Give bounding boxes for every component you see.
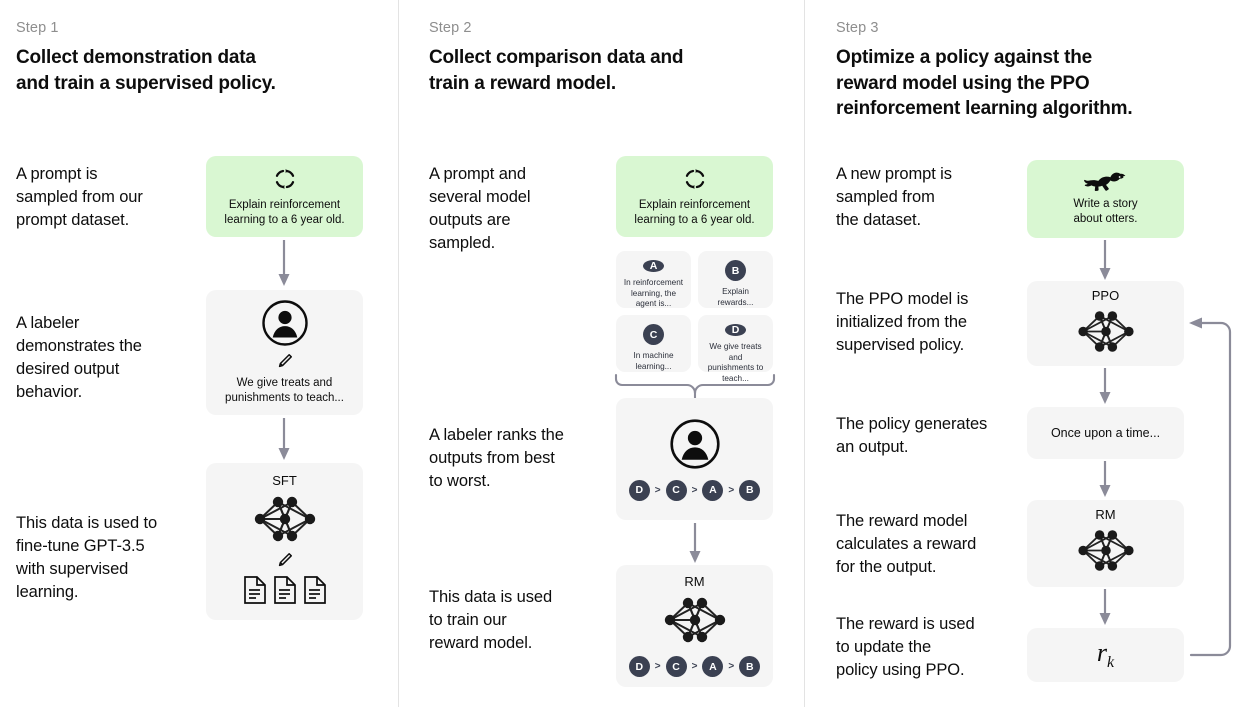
pencil-icon: [275, 351, 295, 371]
step-3-label: Step 3: [836, 20, 879, 36]
step-1-sft-card[interactable]: SFT: [206, 463, 363, 620]
gt-sign: >: [691, 484, 698, 496]
column-divider-2: [804, 0, 805, 707]
refresh-icon: [682, 166, 708, 192]
step-2-rm-card[interactable]: RM: [616, 565, 773, 687]
output-card-b[interactable]: B Explain rewards...: [698, 251, 773, 308]
step-3-rm-title: RM: [1095, 507, 1116, 522]
output-badge-b: B: [725, 260, 746, 281]
gt-sign: >: [728, 661, 735, 672]
otter-icon: [1083, 171, 1129, 193]
step-3-ppo-title: PPO: [1091, 288, 1120, 303]
step-1-prompt-card[interactable]: Explain reinforcement learning to a 6 ye…: [206, 156, 363, 237]
reward-subscript: k: [1107, 654, 1115, 672]
arrow-down: [277, 240, 291, 288]
step-1-text-1: A prompt is sampled from our prompt data…: [16, 165, 143, 229]
step-3-text-3: The policy generates an output.: [836, 415, 988, 456]
person-circle-icon: [669, 418, 721, 470]
rank-badge-4: B: [739, 656, 761, 677]
step-3-text-4: The reward model calculates a reward for…: [836, 512, 977, 576]
step-3-column: Step 3 Optimize a policy against the rew…: [805, 0, 1240, 707]
documents-icon: [242, 575, 328, 605]
step-3-text-2: The PPO model is initialized from the su…: [836, 290, 969, 354]
step-3-ppo-card[interactable]: PPO: [1027, 281, 1184, 366]
step-1-column: Step 1 Collect demonstration data and tr…: [0, 0, 398, 707]
refresh-icon: [272, 166, 298, 192]
step-1-labeler-card[interactable]: We give treats and punishments to teach.…: [206, 290, 363, 415]
step-1-title: Collect demonstration data and train a s…: [16, 47, 276, 94]
gt-sign: >: [728, 484, 735, 496]
output-card-d[interactable]: D We give treats and punishments to teac…: [698, 315, 773, 383]
rank-badge-4: B: [739, 479, 761, 501]
output-text-b: Explain rewards...: [717, 287, 754, 307]
rank-badge-1: D: [628, 479, 650, 501]
step-3-title: Optimize a policy against the reward mod…: [836, 47, 1133, 119]
step-2-text-3: This data is used to train our reward mo…: [429, 588, 553, 652]
step-3-text-1: A new prompt is sampled from the dataset…: [836, 165, 952, 229]
neural-network-icon: [658, 591, 732, 649]
ranking-row: D > C > A > B: [628, 656, 761, 677]
neural-network-icon: [1072, 305, 1140, 358]
step-3-prompt-card[interactable]: Write a story about otters.: [1027, 160, 1184, 238]
column-divider-1: [398, 0, 399, 707]
neural-network-icon: [1072, 524, 1140, 577]
reward-value: rk: [1097, 638, 1114, 672]
rank-badge-3: A: [702, 656, 724, 677]
output-card-c[interactable]: C In machine learning...: [616, 315, 691, 372]
step-2-ranking-card[interactable]: D > C > A > B: [616, 398, 773, 520]
gt-sign: >: [654, 484, 661, 496]
pencil-icon: [275, 550, 295, 570]
step-3-rm-card[interactable]: RM: [1027, 500, 1184, 587]
output-card-a[interactable]: A In reinforcement learning, the agent i…: [616, 251, 691, 308]
step-2-column: Step 2 Collect comparison data and train…: [399, 0, 804, 707]
step-1-labeler-text: We give treats and punishments to teach.…: [225, 377, 344, 404]
step-2-label: Step 2: [429, 20, 472, 36]
step-3-output-card[interactable]: Once upon a time...: [1027, 407, 1184, 459]
arrow-down: [1098, 589, 1112, 627]
arrow-down: [277, 418, 291, 462]
rank-badge-3: A: [702, 479, 724, 501]
arrow-down: [1098, 461, 1112, 499]
rank-badge-2: C: [665, 479, 687, 501]
output-text-c: In machine learning...: [633, 351, 674, 371]
reward-symbol: r: [1096, 637, 1107, 667]
neural-network-icon: [248, 490, 322, 548]
arrow-down: [1098, 368, 1112, 406]
rank-badge-1: D: [628, 656, 650, 677]
step-1-text-3: This data is used to fine-tune GPT-3.5 w…: [16, 514, 158, 601]
step-2-prompt-text: Explain reinforcement learning to a 6 ye…: [634, 198, 755, 226]
step-1-text-2: A labeler demonstrates the desired outpu…: [16, 314, 142, 401]
output-badge-c: C: [643, 324, 664, 345]
output-text-a: In reinforcement learning, the agent is.…: [623, 278, 684, 308]
step-2-prompt-card[interactable]: Explain reinforcement learning to a 6 ye…: [616, 156, 773, 237]
rank-badge-2: C: [665, 656, 687, 677]
arrow-down: [1098, 240, 1112, 282]
feedback-loop-arrow: [1181, 310, 1239, 660]
gt-sign: >: [654, 661, 661, 672]
step-3-prompt-text: Write a story about otters.: [1073, 198, 1138, 225]
step-2-text-1: A prompt and several model outputs are s…: [429, 165, 531, 252]
gt-sign: >: [691, 661, 698, 672]
step-2-rm-title: RM: [684, 574, 705, 589]
ranking-row: D > C > A > B: [628, 479, 761, 501]
step-2-title: Collect comparison data and train a rewa…: [429, 47, 684, 94]
step-2-text-2: A labeler ranks the outputs from best to…: [429, 426, 564, 490]
output-badge-d: D: [725, 324, 746, 336]
step-3-reward-card[interactable]: rk: [1027, 628, 1184, 682]
step-1-sft-title: SFT: [272, 473, 297, 488]
person-circle-icon: [261, 299, 309, 347]
output-text-d: We give treats and punishments to teach.…: [707, 342, 764, 383]
step-3-text-5: The reward is used to update the policy …: [836, 615, 975, 679]
arrow-down: [688, 523, 702, 565]
output-badge-a: A: [643, 260, 664, 272]
step-1-label: Step 1: [16, 20, 59, 36]
step-3-output-text: Once upon a time...: [1050, 426, 1161, 440]
step-1-prompt-text: Explain reinforcement learning to a 6 ye…: [224, 198, 345, 226]
